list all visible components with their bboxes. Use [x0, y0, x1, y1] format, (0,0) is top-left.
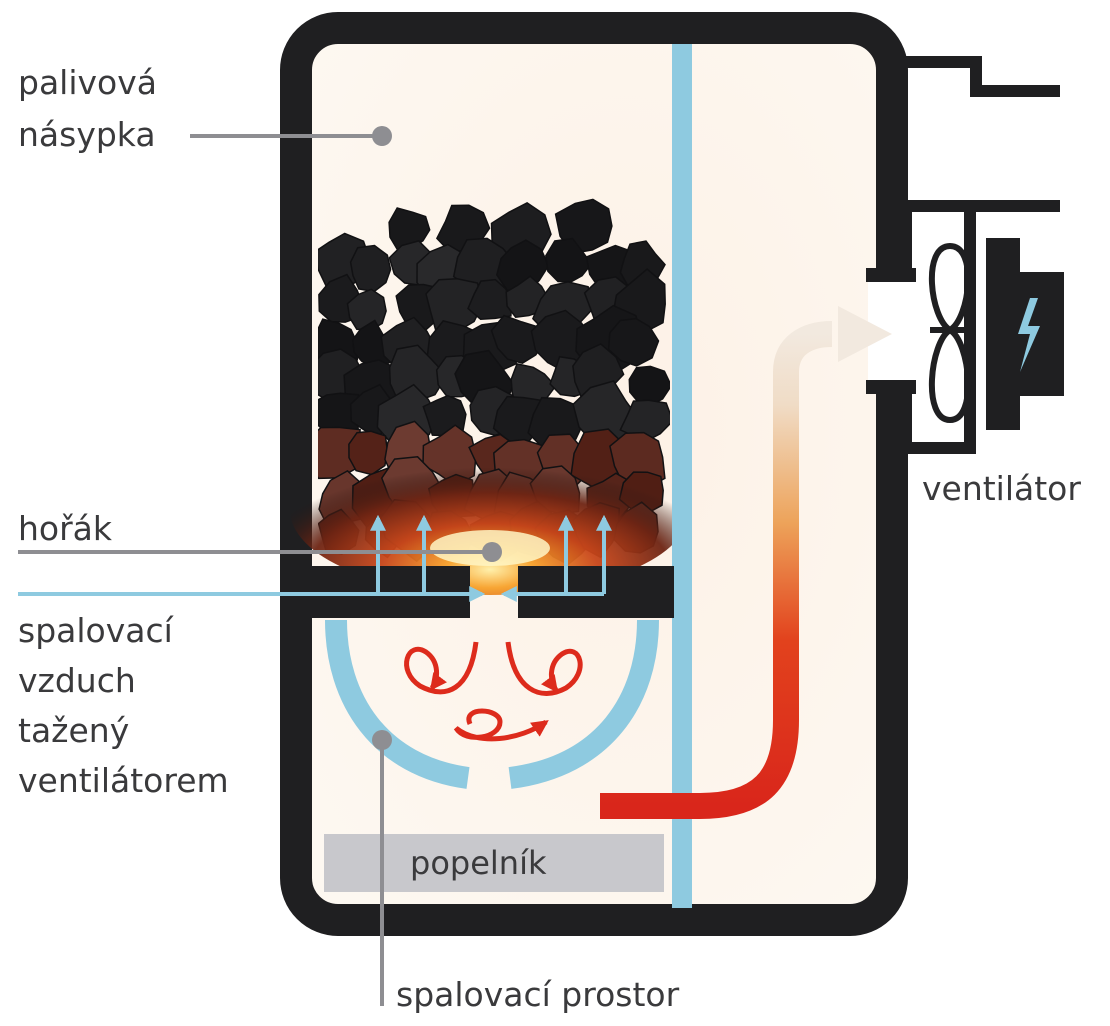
- flue-outlet: [906, 56, 1060, 97]
- lightning-bolt-icon: [1018, 298, 1040, 372]
- label-hopper-line2: násypka: [18, 115, 156, 154]
- fan-duct-lower: [866, 380, 916, 394]
- fan-duct-upper: [866, 268, 916, 282]
- swirl-arrow-bottom: [453, 708, 549, 742]
- hot-gas-arrowhead: [838, 306, 892, 362]
- swirl-arrow-right: [505, 641, 583, 696]
- label-air-line3: tažený: [18, 711, 129, 750]
- chamber-leader-dot: [372, 730, 392, 750]
- coal-lump: [619, 399, 670, 441]
- coal-lump: [490, 314, 547, 365]
- fan-icon: [929, 242, 972, 424]
- coal-lump: [607, 317, 660, 367]
- label-air-line4: ventilátorem: [18, 761, 229, 800]
- burner-leader-dot: [482, 542, 502, 562]
- coal-lump: [349, 244, 392, 293]
- label-air-line2: vzduch: [18, 661, 136, 700]
- swirl-arrow-left: [404, 641, 479, 695]
- hot-gas-flow: [600, 321, 833, 819]
- label-fan: ventilátor: [922, 469, 1081, 508]
- combustion-chamber-right: [508, 619, 659, 789]
- label-hopper-line1: palivová: [18, 63, 157, 102]
- label-chamber: spalovací prostor: [396, 975, 680, 1014]
- coal-lump: [545, 237, 593, 283]
- label-air-line1: spalovací: [18, 611, 175, 650]
- hopper-leader-dot: [372, 126, 392, 146]
- label-ash-pan: popelník: [410, 844, 547, 882]
- label-burner: hořák: [18, 509, 113, 548]
- water-pipe: [672, 44, 692, 908]
- combustion-chamber-left: [325, 619, 470, 789]
